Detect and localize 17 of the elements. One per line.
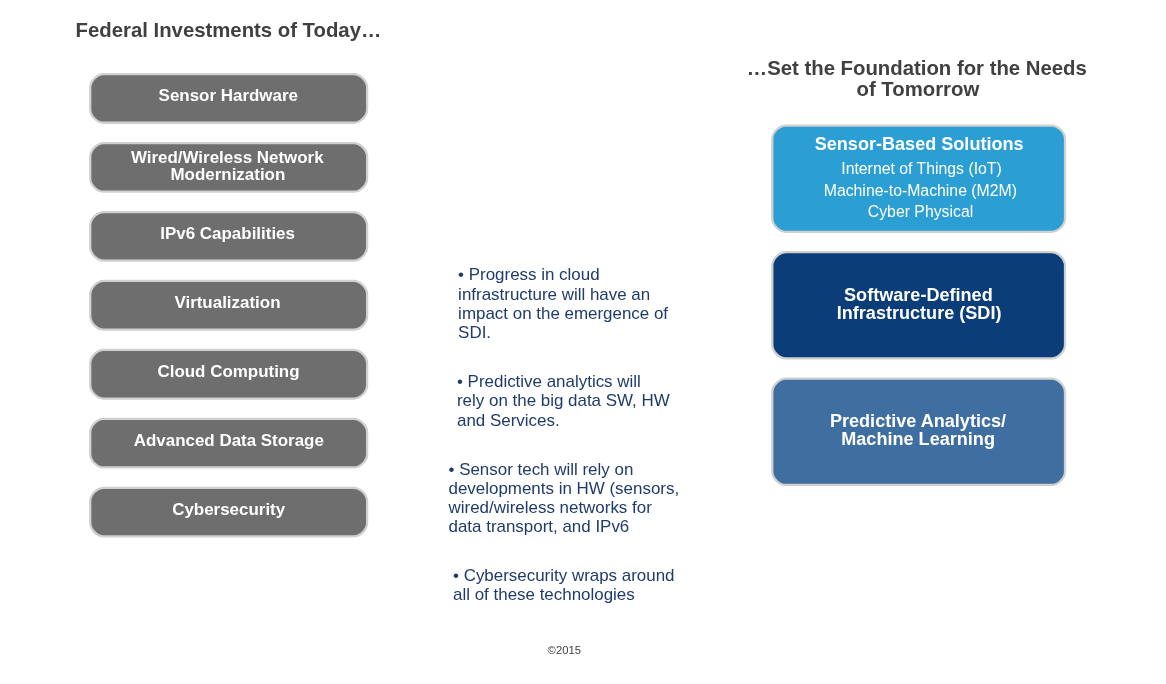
node-box: Sensor Hardware — [89, 73, 369, 124]
label: ©2015 — [547, 643, 582, 656]
node-box: Cybersecurity — [89, 486, 369, 538]
label: • Predictive analytics will rely on the big data SW, HW and Services. — [456, 372, 670, 430]
node-box: Sensor-Based Solutions Internet of Things (IoT) Machine-to-Machine (M2M) Cyber Physical — [771, 124, 1067, 233]
label: Federal Investments of Today… — [75, 18, 382, 41]
node-box: Predictive Analytics/ Machine Learning — [771, 377, 1067, 487]
label: …Set the Foundation for the Needs of Tomorrow — [746, 57, 1087, 100]
node-box: Software-Defined Infrastructure (SDI) — [771, 251, 1067, 360]
label: • Sensor tech will rely on developments in HW (sensors, wired/wireless networks for data transport, and IPv6 — [448, 459, 680, 537]
node-box: Advanced Data Storage — [89, 417, 369, 469]
node-box: IPv6 Capabilities — [89, 210, 369, 262]
label: • Progress in cloud infrastructure will have an impact on the emergence of SDI. — [458, 265, 669, 343]
node-box: Virtualization — [89, 279, 369, 331]
node-box: Wired/Wireless Network Modernization — [89, 141, 369, 193]
label: • Cybersecurity wraps around all of these technologies — [453, 566, 675, 605]
node-box: Cloud Computing — [89, 348, 369, 400]
